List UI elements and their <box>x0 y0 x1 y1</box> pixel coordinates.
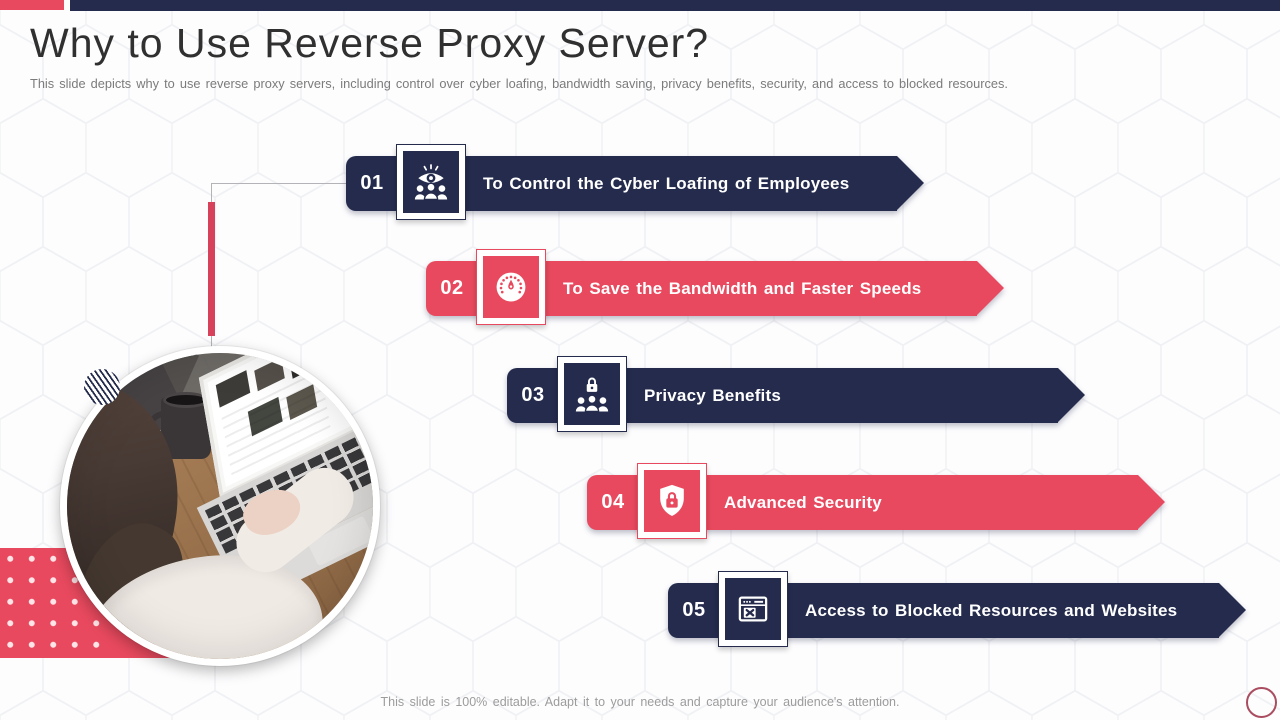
item-number: 03 <box>521 384 545 406</box>
item-label: Access to Blocked Resources and Websites <box>805 600 1178 620</box>
item-number: 05 <box>682 599 706 621</box>
shield-lock-icon <box>644 470 700 532</box>
banner-arrow-tip <box>977 261 1004 315</box>
item-label: Privacy Benefits <box>644 385 781 405</box>
icon-box <box>637 463 707 539</box>
speedometer-icon <box>483 256 539 318</box>
reason-row-2: 02 To Save the Bandwidth and Faster Spee… <box>426 249 1051 333</box>
icon-box <box>396 144 466 220</box>
banner-arrow-tip <box>1219 583 1246 637</box>
page-title: Why to Use Reverse Proxy Server? <box>30 20 710 66</box>
circular-photo-woman-laptop <box>60 346 380 666</box>
corner-ring-accent <box>1246 687 1277 718</box>
surveillance-eye-people-icon <box>403 151 459 213</box>
footer-note: This slide is 100% editable. Adapt it to… <box>380 695 900 709</box>
banner-arrow-tip <box>897 156 924 210</box>
top-accent-bar-navy <box>70 0 1280 11</box>
item-number: 01 <box>360 172 384 194</box>
reason-row-1: 01 To Control the Cyber Loafing of Emplo… <box>346 144 971 228</box>
icon-box <box>557 356 627 432</box>
banner-arrow-tip <box>1138 475 1165 529</box>
item-number: 04 <box>601 491 625 513</box>
connector-accent-line <box>208 202 215 336</box>
connector-line-horizontal <box>212 183 346 184</box>
top-accent-bar-red <box>0 0 64 10</box>
blocked-window-icon <box>725 578 781 640</box>
icon-box <box>718 571 788 647</box>
page-subtitle: This slide depicts why to use reverse pr… <box>30 76 1008 91</box>
reason-row-3: 03 Privacy Benefits <box>507 356 1132 440</box>
banner-arrow-tip <box>1058 368 1085 422</box>
people-lock-icon <box>564 363 620 425</box>
item-number: 02 <box>440 277 464 299</box>
item-label: Advanced Security <box>724 492 882 512</box>
icon-box <box>476 249 546 325</box>
hatched-accent-circle <box>84 369 120 405</box>
reason-row-4: 04 Advanced Security <box>587 463 1212 547</box>
item-label: To Save the Bandwidth and Faster Speeds <box>563 278 922 298</box>
reason-row-5: 05 Access to Blocked Resources and Websi… <box>668 571 1280 655</box>
item-label: To Control the Cyber Loafing of Employee… <box>483 173 850 193</box>
